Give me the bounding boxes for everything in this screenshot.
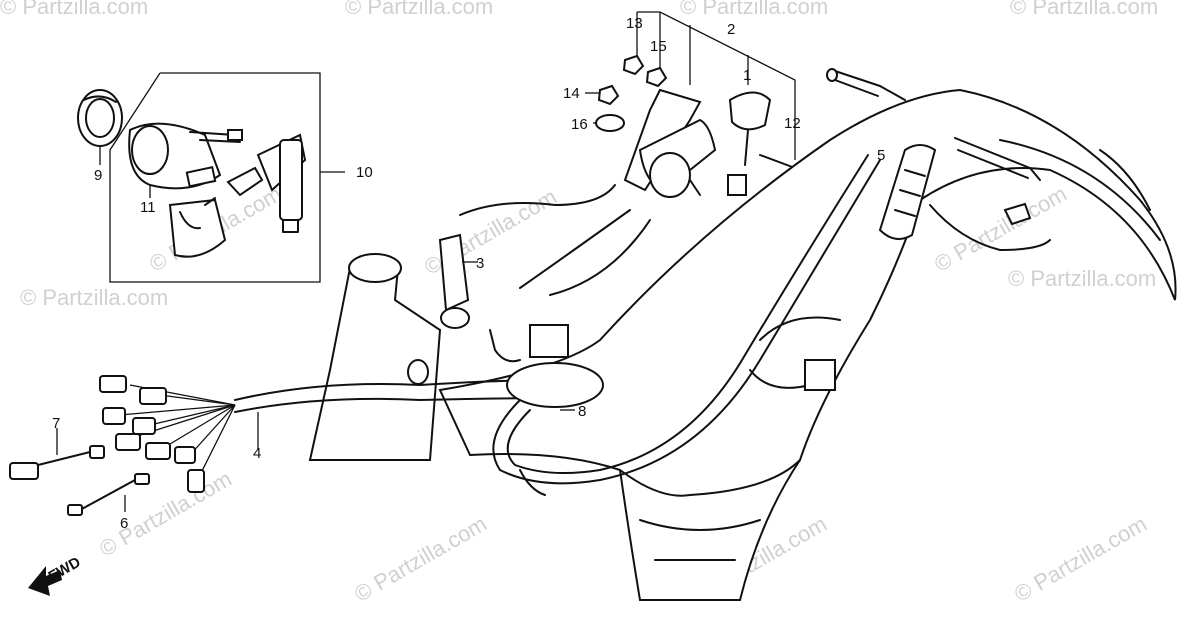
ignition-switch-inset [77, 72, 345, 283]
callout-4: 4 [253, 445, 261, 462]
callout-3: 3 [476, 255, 484, 272]
watermark-mid-right: © Partzilla.com [1008, 266, 1157, 291]
wire-harness [234, 154, 881, 496]
callout-5: 5 [877, 147, 885, 164]
callout-10: 10 [356, 164, 373, 181]
fwd-label: FWD [46, 554, 84, 586]
watermark-top-right: © Partzilla.com [1010, 0, 1159, 19]
callout-9: 9 [94, 167, 102, 184]
callout-1: 1 [743, 67, 751, 84]
nut-15-part [645, 66, 668, 88]
flasher-part [878, 144, 1051, 251]
callout-14: 14 [563, 85, 580, 102]
callout-13: 13 [626, 15, 643, 32]
seal-ring-part [77, 89, 123, 147]
connector-part [529, 324, 569, 358]
callout-11: 11 [140, 199, 156, 216]
callout-16: 16 [571, 116, 588, 133]
washer-16-part [595, 114, 625, 132]
callout-15: 15 [650, 38, 667, 55]
watermark-top-center: © Partzilla.com [345, 0, 494, 19]
connector-part [804, 359, 836, 391]
callout-6: 6 [120, 515, 128, 532]
nut-13-part [622, 54, 645, 76]
wire-ends-part [9, 375, 575, 516]
watermark-mid-left: © Partzilla.com [20, 285, 169, 310]
spark-plug-cap-part [438, 233, 478, 329]
ignition-coil-group [459, 11, 796, 296]
callout-8: 8 [578, 403, 586, 420]
callout-7: 7 [52, 415, 60, 432]
nut-14-part [597, 84, 620, 106]
watermark-top-right-center: © Partzilla.com [680, 0, 829, 19]
forward-direction-indicator: FWD [28, 554, 84, 596]
key-cylinder-part [226, 133, 307, 233]
watermark-top-left: © Partzilla.com [0, 0, 149, 19]
frame-body [308, 68, 1177, 601]
callout-2: 2 [727, 21, 735, 38]
callout-labels: 1 2 3 4 5 6 7 8 9 10 11 12 13 14 15 16 [52, 15, 885, 532]
ignition-switch-body-part [128, 122, 243, 258]
callout-12: 12 [784, 115, 801, 132]
